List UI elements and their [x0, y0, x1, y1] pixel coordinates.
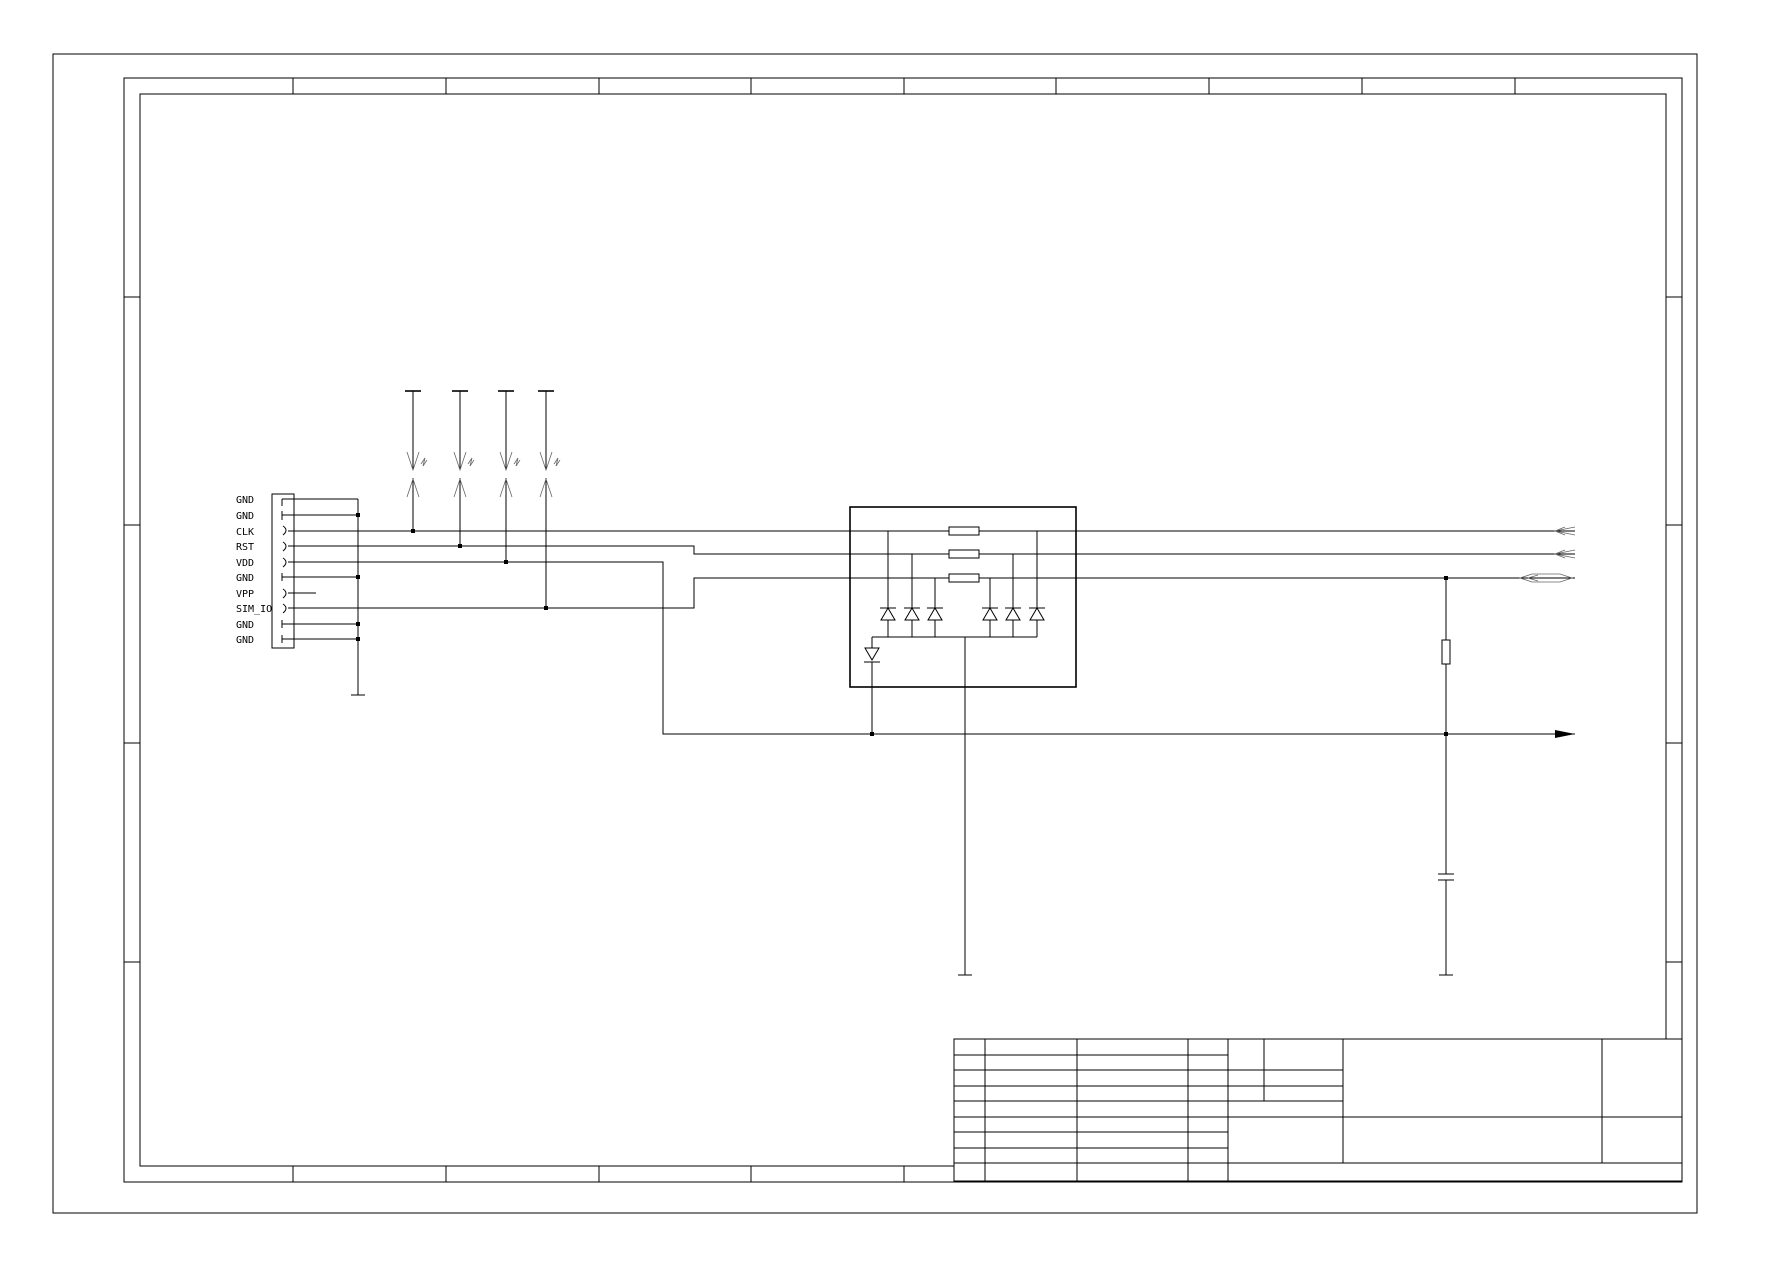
pin-label-2: GND	[236, 511, 254, 522]
pin-label-1: GND	[236, 495, 254, 506]
zone-ticks	[124, 78, 1682, 1182]
right-junctions	[1444, 576, 1448, 736]
title-block	[953, 1038, 1683, 1182]
pin-label-8: SIM_IO	[236, 604, 272, 615]
test-points	[405, 390, 561, 610]
esd-filter-ic	[849, 506, 1077, 976]
offsheet-ports	[1518, 526, 1576, 738]
signal-nets	[294, 530, 1575, 735]
pin-label-5: VDD	[236, 558, 254, 569]
pin-label-3: CLK	[236, 527, 254, 538]
outer-frame	[52, 53, 1698, 1214]
pin-label-6: GND	[236, 573, 254, 584]
border-frame	[123, 77, 1683, 1183]
decoupling-capacitor	[1438, 734, 1454, 976]
sim-card-connector: GND GND CLK RST VDD GND VPP SIM_IO GND G…	[236, 493, 295, 649]
pin-label-10: GND	[236, 635, 254, 646]
ground-junctions	[356, 513, 360, 641]
pin-label-7: VPP	[236, 589, 254, 600]
ground-bus	[294, 498, 365, 696]
pin-label-4: RST	[236, 542, 254, 553]
drawing-area-frame	[139, 93, 1667, 1167]
pullup-resistor	[1441, 578, 1451, 734]
pin-label-9: GND	[236, 620, 254, 631]
